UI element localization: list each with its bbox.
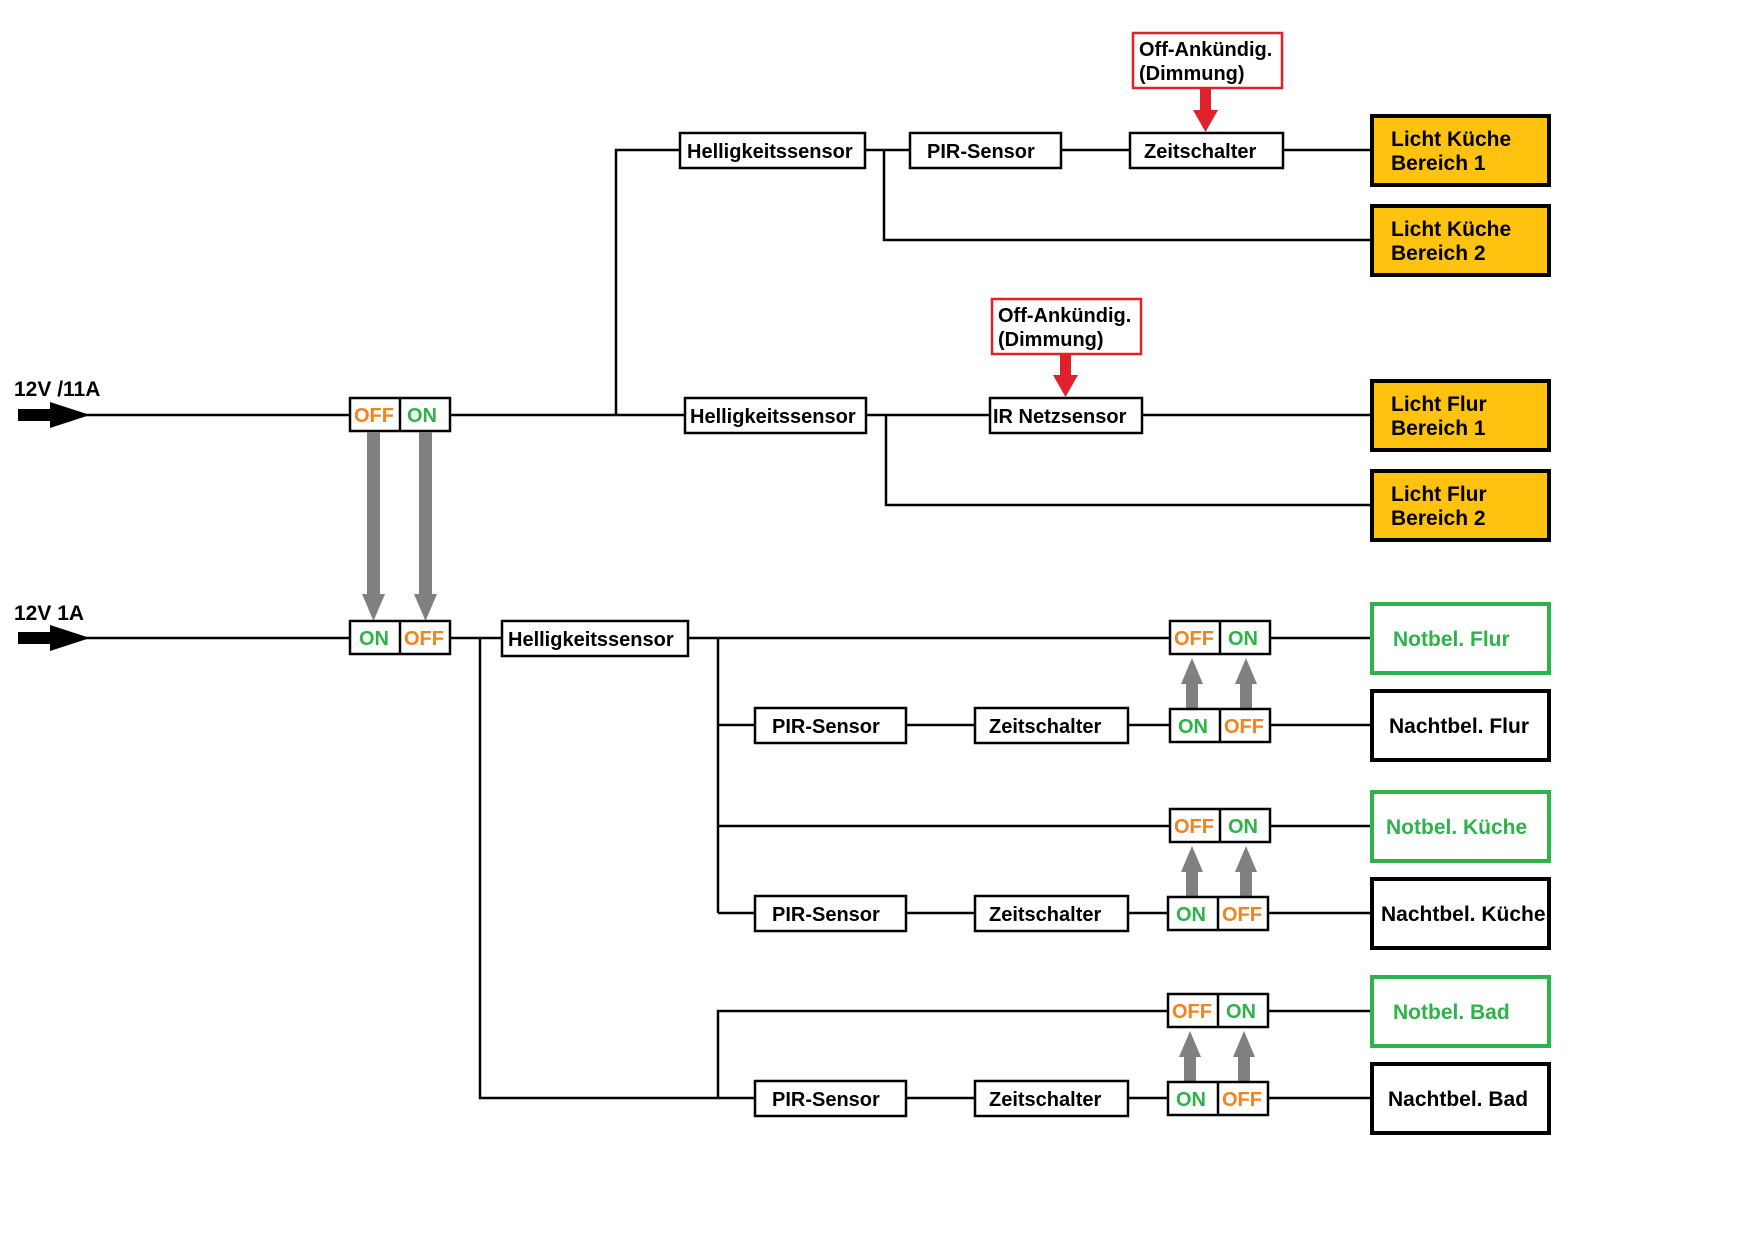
pir-sensor-flur: PIR-Sensor (753, 706, 908, 745)
svg-text:Zeitschalter: Zeitschalter (989, 1089, 1101, 1111)
svg-text:Licht Flur: Licht Flur (1391, 483, 1487, 506)
svg-text:ON: ON (1228, 628, 1258, 650)
zeitschalter-flur: Zeitschalter (973, 706, 1130, 745)
svg-text:OFF: OFF (1222, 1089, 1262, 1111)
main-switch-upper[interactable]: OFF ON (348, 396, 452, 433)
svg-text:ON: ON (1176, 904, 1206, 926)
svg-text:Nachtbel. Bad: Nachtbel. Bad (1388, 1088, 1528, 1111)
lower-wires (60, 636, 1372, 1100)
svg-text:Notbel. Bad: Notbel. Bad (1393, 1001, 1510, 1024)
svg-text:Helligkeitssensor: Helligkeitssensor (687, 141, 853, 163)
pir-sensor-kueche: PIR-Sensor (908, 131, 1063, 170)
main-switch-lower[interactable]: ON OFF (348, 619, 452, 656)
coupling-arrows-flur (1181, 658, 1257, 709)
switch-notbel-flur[interactable]: OFF ON (1168, 619, 1272, 656)
upper-wires (60, 148, 1372, 507)
svg-text:OFF: OFF (1224, 716, 1264, 738)
pir-sensor-kueche-lower: PIR-Sensor (753, 894, 908, 933)
svg-text:PIR-Sensor: PIR-Sensor (927, 141, 1035, 163)
lamp-flur-bereich-1: Licht Flur Bereich 1 (1370, 379, 1551, 452)
svg-text:Licht Küche: Licht Küche (1391, 128, 1511, 151)
svg-text:Helligkeitssensor: Helligkeitssensor (690, 406, 856, 428)
svg-text:OFF: OFF (1174, 816, 1214, 838)
svg-text:Zeitschalter: Zeitschalter (1144, 141, 1256, 163)
off-ankuendigung-note-flur: Off-Ankündig. (Dimmung) (990, 297, 1143, 356)
svg-text:PIR-Sensor: PIR-Sensor (772, 1089, 880, 1111)
svg-text:OFF: OFF (1222, 904, 1262, 926)
zeitschalter-kueche: Zeitschalter (1128, 131, 1285, 170)
svg-text:ON: ON (1178, 716, 1208, 738)
svg-text:Zeitschalter: Zeitschalter (989, 904, 1101, 926)
switch-off-label: OFF (404, 628, 444, 650)
zeitschalter-kueche-lower: Zeitschalter (973, 894, 1130, 933)
lamp-kueche-bereich-2: Licht Küche Bereich 2 (1370, 204, 1551, 277)
dimming-arrow-icon (1193, 89, 1218, 132)
svg-text:Bereich 2: Bereich 2 (1391, 507, 1486, 530)
svg-text:OFF: OFF (1172, 1001, 1212, 1023)
svg-text:ON: ON (1176, 1089, 1206, 1111)
svg-text:PIR-Sensor: PIR-Sensor (772, 904, 880, 926)
switch-on-label: ON (359, 628, 389, 650)
svg-text:Nachtbel. Küche: Nachtbel. Küche (1381, 903, 1546, 926)
svg-text:PIR-Sensor: PIR-Sensor (772, 716, 880, 738)
pir-sensor-bad: PIR-Sensor (753, 1079, 908, 1118)
dimming-arrow-icon (1053, 355, 1078, 397)
helligkeitssensor-lower: Helligkeitssensor (500, 619, 690, 658)
svg-text:Notbel. Küche: Notbel. Küche (1386, 816, 1527, 839)
switch-on-label: ON (407, 405, 437, 427)
svg-text:Bereich 2: Bereich 2 (1391, 242, 1486, 265)
switch-notbel-bad[interactable]: OFF ON (1166, 992, 1270, 1029)
night-light-kueche: Nachtbel. Küche (1370, 877, 1551, 950)
switch-nachtbel-kueche[interactable]: ON OFF (1166, 895, 1270, 932)
emergency-light-flur: Notbel. Flur (1370, 602, 1551, 675)
svg-text:OFF: OFF (1174, 628, 1214, 650)
switch-nachtbel-flur[interactable]: ON OFF (1168, 707, 1272, 744)
svg-text:IR Netzsensor: IR Netzsensor (993, 406, 1127, 428)
emergency-light-bad: Notbel. Bad (1370, 975, 1551, 1048)
svg-text:(Dimmung): (Dimmung) (1139, 63, 1245, 85)
svg-text:ON: ON (1226, 1001, 1256, 1023)
night-light-bad: Nachtbel. Bad (1370, 1062, 1551, 1135)
svg-text:Bereich 1: Bereich 1 (1391, 417, 1486, 440)
ir-netzsensor: IR Netzsensor (988, 396, 1144, 435)
svg-text:Off-Ankündig.: Off-Ankündig. (998, 305, 1131, 327)
input-main-label: 12V /11A (14, 378, 100, 401)
svg-text:(Dimmung): (Dimmung) (998, 329, 1104, 351)
switch-notbel-kueche[interactable]: OFF ON (1168, 807, 1272, 844)
coupling-arrows-kueche (1181, 846, 1257, 897)
input-aux-label: 12V 1A (14, 602, 84, 625)
svg-text:Bereich 1: Bereich 1 (1391, 152, 1486, 175)
helligkeitssensor-kueche: Helligkeitssensor (678, 131, 867, 170)
emergency-light-kueche: Notbel. Küche (1370, 790, 1551, 863)
coupling-arrows-bad (1179, 1031, 1255, 1082)
zeitschalter-bad: Zeitschalter (973, 1079, 1130, 1118)
switch-off-label: OFF (354, 405, 394, 427)
svg-text:ON: ON (1228, 816, 1258, 838)
main-coupling-arrows (362, 432, 437, 621)
svg-text:Notbel. Flur: Notbel. Flur (1393, 628, 1510, 651)
night-light-flur: Nachtbel. Flur (1370, 689, 1551, 762)
svg-text:Helligkeitssensor: Helligkeitssensor (508, 629, 674, 651)
svg-text:Licht Küche: Licht Küche (1391, 218, 1511, 241)
switch-nachtbel-bad[interactable]: ON OFF (1166, 1080, 1270, 1117)
lamp-kueche-bereich-1: Licht Küche Bereich 1 (1370, 114, 1551, 187)
svg-text:Zeitschalter: Zeitschalter (989, 716, 1101, 738)
helligkeitssensor-flur: Helligkeitssensor (683, 396, 868, 435)
svg-text:Licht Flur: Licht Flur (1391, 393, 1487, 416)
svg-text:Nachtbel. Flur: Nachtbel. Flur (1389, 715, 1529, 738)
svg-text:Off-Ankündig.: Off-Ankündig. (1139, 39, 1272, 61)
off-ankuendigung-note-kueche: Off-Ankündig. (Dimmung) (1131, 31, 1284, 90)
lamp-flur-bereich-2: Licht Flur Bereich 2 (1370, 469, 1551, 542)
